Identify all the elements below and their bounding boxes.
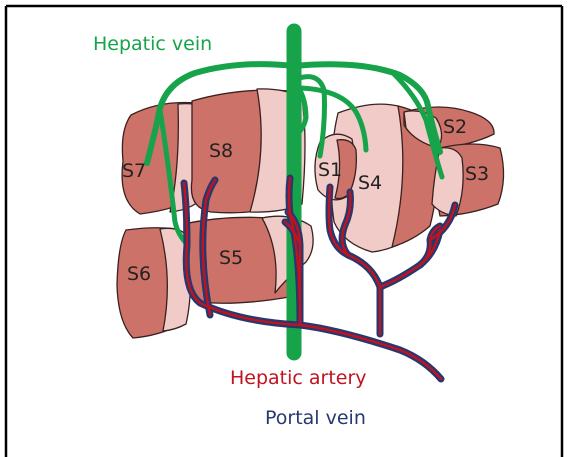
segment-s2-label: S2 xyxy=(443,118,467,137)
portal-vein-label: Portal vein xyxy=(265,409,366,428)
segment-s6-label: S6 xyxy=(127,265,151,284)
segment-s8-label: S8 xyxy=(209,142,233,161)
segment-s7-label: S7 xyxy=(122,162,146,181)
hepatic-vein-label: Hepatic vein xyxy=(93,35,212,54)
segment-s1-label: S1 xyxy=(318,161,342,180)
segment-s3-label: S3 xyxy=(465,165,489,184)
segment-s4-label: S4 xyxy=(358,174,382,193)
hepatic-artery-label: Hepatic artery xyxy=(230,369,367,388)
segment-s5-label: S5 xyxy=(219,249,243,268)
